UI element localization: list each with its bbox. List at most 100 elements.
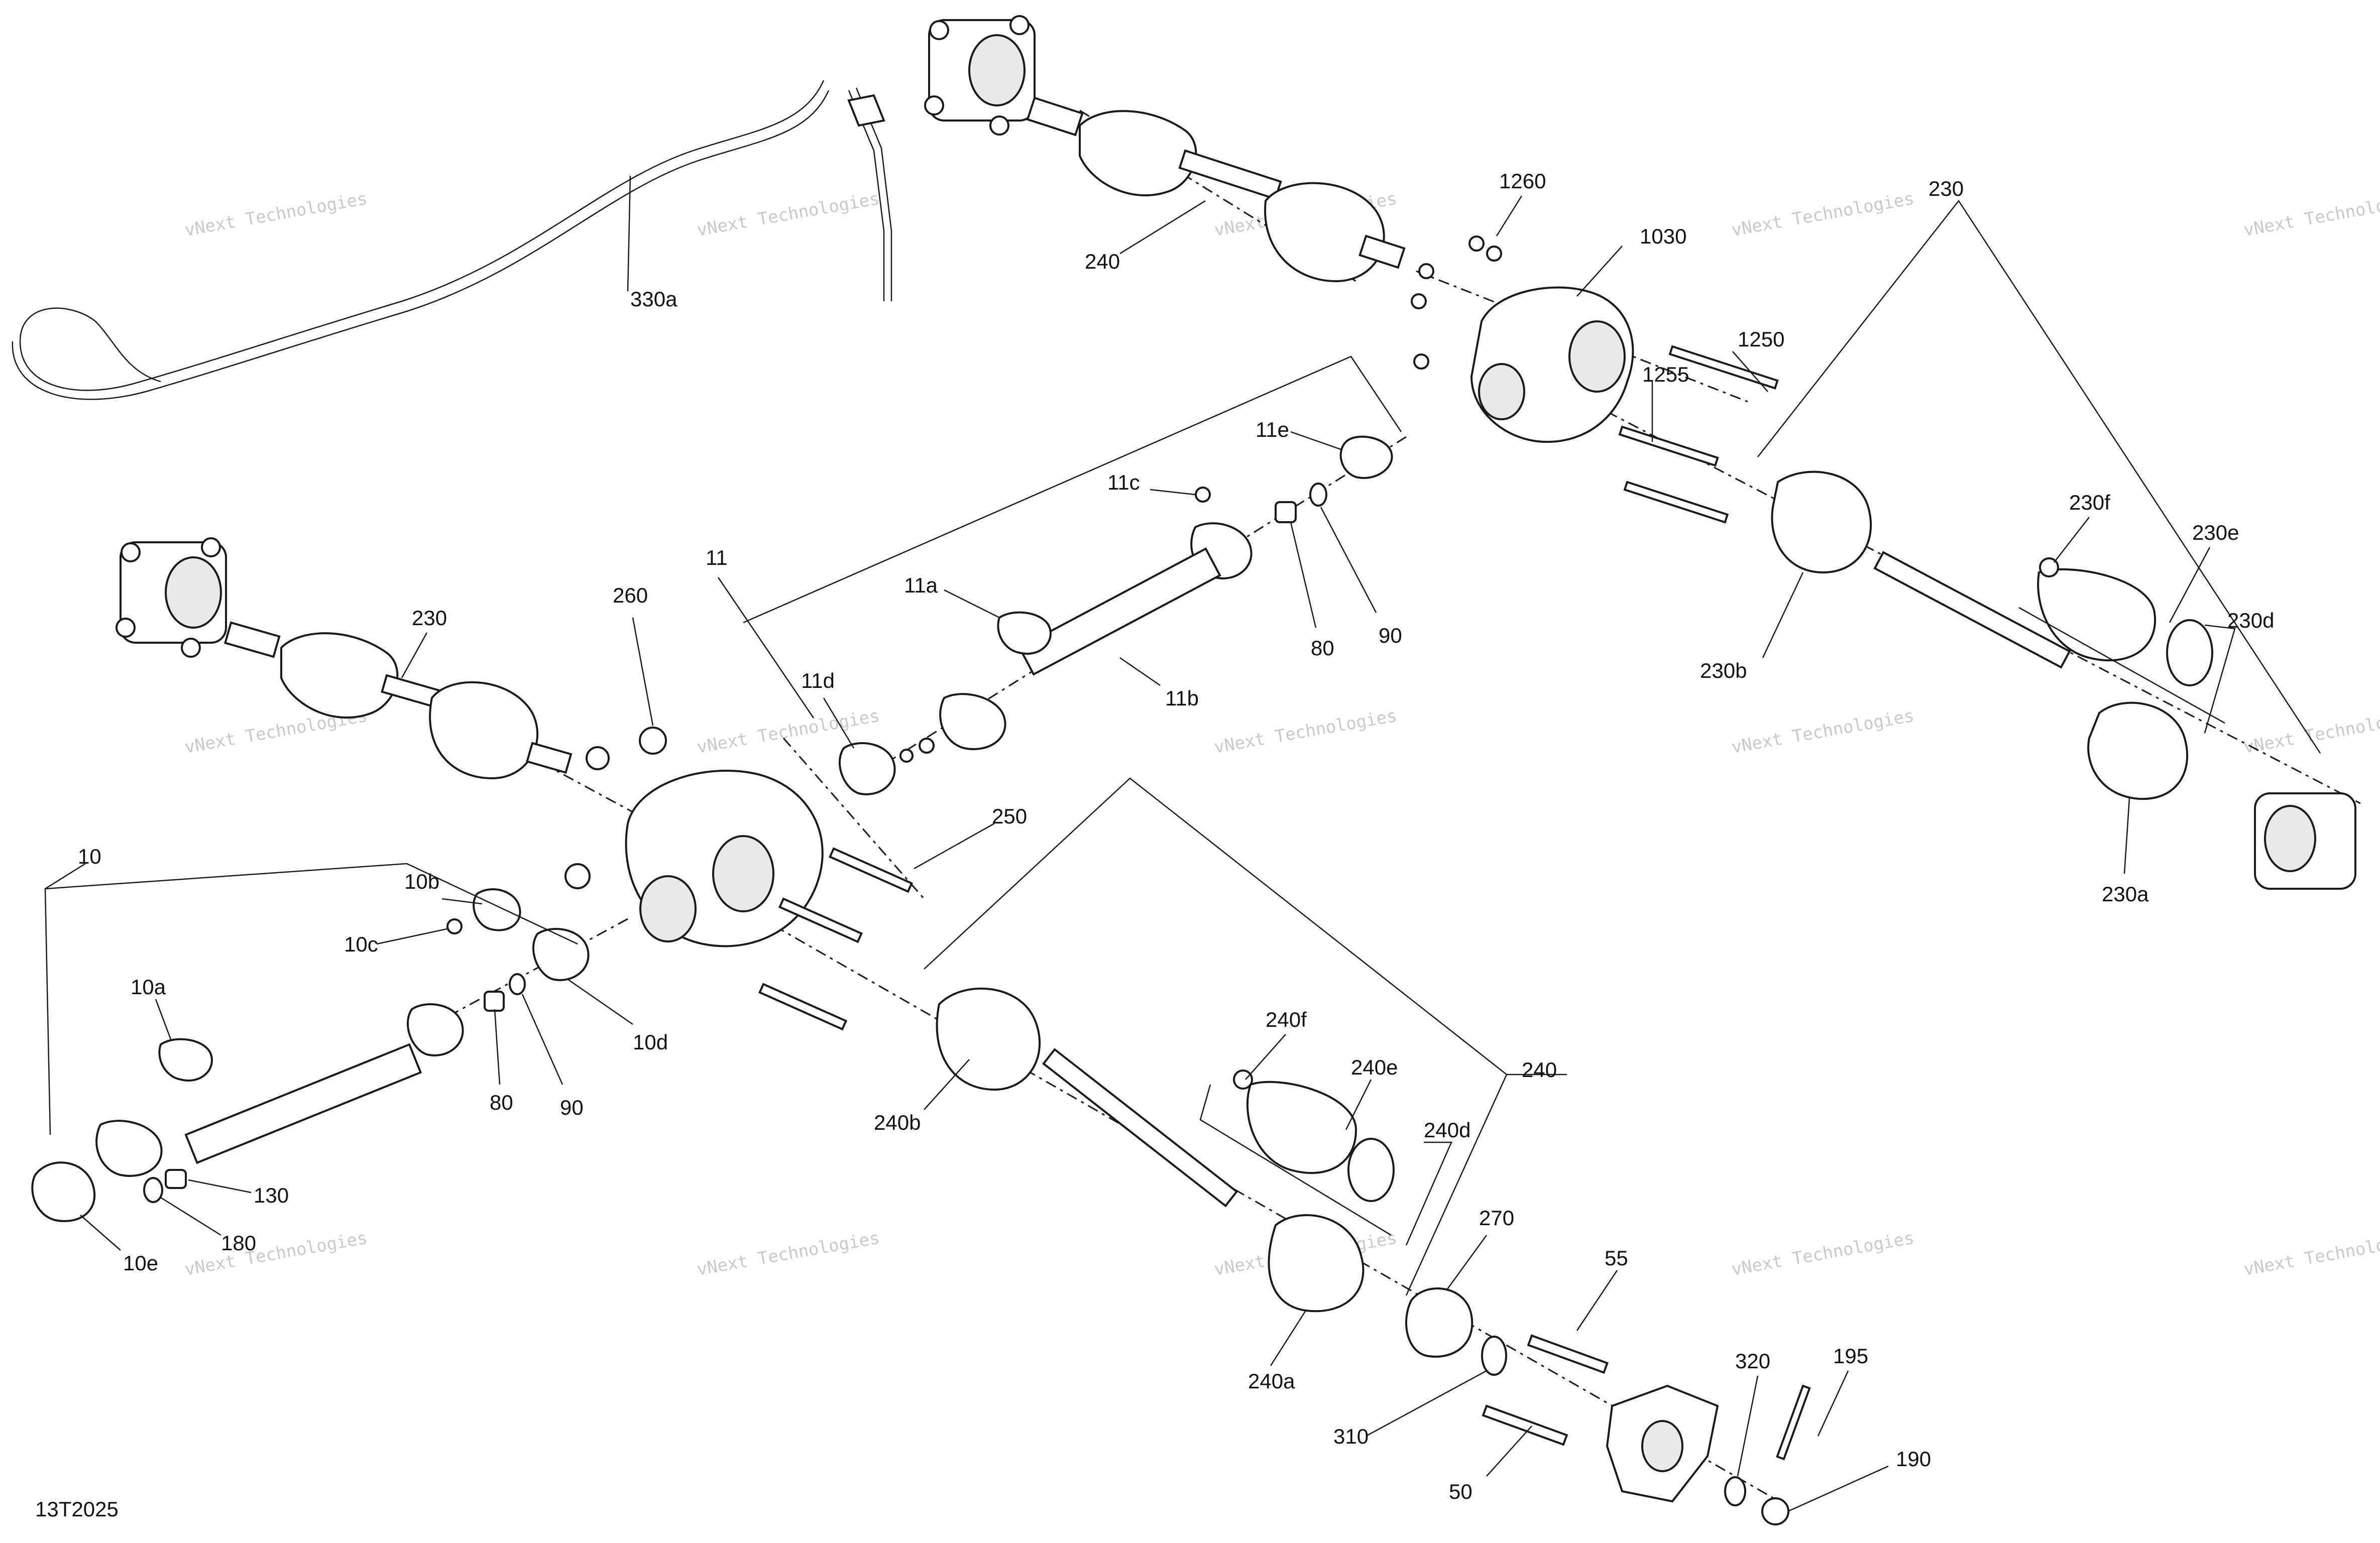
hose-line [19, 80, 825, 391]
grommet [564, 863, 591, 889]
watermark-text: vNext Technologies [1213, 705, 1399, 757]
hose-clip [847, 94, 885, 127]
rear-differential-1030 [1411, 235, 1779, 524]
inner-cv-cup-240b [936, 987, 1041, 1091]
fitting-small [919, 738, 935, 754]
leader-1250 [1732, 351, 1768, 392]
leader-50 [1486, 1426, 1532, 1477]
leader-180 [160, 1197, 221, 1236]
hub-stud [989, 115, 1009, 136]
hub-stud [181, 638, 201, 658]
leader-190 [1787, 1465, 1889, 1512]
circlip-310 [1481, 1336, 1507, 1376]
inner-cv-cup [429, 681, 538, 780]
washer-90-top [1309, 483, 1327, 507]
watermark-text: vNext Technologies [183, 188, 369, 240]
diff-output-bore [639, 875, 697, 942]
bracket-11 [743, 355, 1402, 624]
nut-190 [1761, 1497, 1789, 1525]
ujoint-lower-10 [95, 1120, 163, 1177]
watermark-text: vNext Technologies [1730, 1228, 1916, 1279]
callout-230d: 230d [2227, 609, 2274, 632]
nut-1260 [1413, 353, 1429, 370]
outer-cv-boot [280, 632, 399, 719]
bearing-270 [1405, 1287, 1474, 1358]
bolt-250 [829, 847, 913, 893]
leader-11a [944, 589, 1000, 619]
wheel-hub-top-left [924, 15, 1036, 136]
group-brackets [44, 199, 2321, 1296]
hub-stud [116, 618, 136, 638]
watermark-text: vNext Technologies [2242, 1228, 2380, 1279]
watermark-text: vNext Technologies [2242, 705, 2380, 757]
propshaft-11 [839, 435, 1393, 795]
bracket-10 [44, 863, 578, 1135]
stub-spline [1026, 96, 1084, 137]
boot-11a [997, 611, 1052, 655]
callout-240d: 240d [1424, 1118, 1470, 1142]
propshaft-10 [31, 888, 590, 1222]
callout-10b: 10b [404, 870, 439, 893]
yoke-upper-end [407, 1003, 464, 1056]
grease-fitting-10c [446, 918, 463, 934]
stub-spline [223, 621, 281, 658]
clamp-240d [1347, 1138, 1395, 1202]
hub-stud [201, 537, 221, 557]
hub-stud [929, 20, 949, 40]
front-driveshaft-240 [936, 987, 1811, 1525]
clamp-230f [2039, 557, 2059, 577]
leader-230a [2123, 798, 2130, 874]
watermark-r1c2: vNext Technologies [696, 188, 881, 240]
leader-310 [1366, 1370, 1487, 1437]
front-differential [564, 727, 913, 1031]
bolt-1250 [1668, 345, 1779, 390]
bolt-1255 [1623, 481, 1729, 524]
bolt-130 [165, 1169, 187, 1189]
callout-10a: 10a [131, 975, 166, 999]
leader-80-top [1290, 522, 1317, 628]
leader-10d [567, 978, 633, 1025]
bracket-240-sub-2 [1405, 1141, 1452, 1246]
nut-1260 [1486, 246, 1502, 262]
axle-bar-240 [1042, 1048, 1238, 1208]
callout-180: 180 [221, 1231, 256, 1255]
callout-labels: 330a 240 1260 1030 1250 1255 230 11e 11c… [35, 169, 2274, 1521]
bracket-240-sub [1199, 1084, 1392, 1236]
bracket-230-sub [2018, 607, 2225, 724]
boot-10a [158, 1038, 213, 1082]
callout-1030: 1030 [1640, 224, 1686, 248]
watermark-r2c4: vNext Technologies [1730, 705, 1916, 757]
callout-270: 270 [1479, 1206, 1514, 1230]
callout-195: 195 [1833, 1344, 1868, 1368]
outer-cv-boot [1079, 110, 1197, 196]
diff-output-flange [712, 835, 774, 912]
callout-1255: 1255 [1642, 363, 1689, 386]
watermark-r1c5: vNext Technologies [2242, 188, 2380, 240]
inner-spline [1358, 234, 1406, 269]
watermark-r1c1: vNext Technologies [183, 188, 369, 240]
leader-10e [80, 1215, 121, 1251]
watermark-r3c5: vNext Technologies [2242, 1228, 2380, 1279]
stud-55 [1527, 1334, 1609, 1374]
callout-11c: 11c [1107, 470, 1140, 494]
callout-190: 190 [1896, 1447, 1931, 1471]
shaft-tube-10 [184, 1043, 422, 1164]
callout-320: 320 [1735, 1349, 1770, 1373]
washer-320 [1724, 1476, 1746, 1506]
callout-90-bottom: 90 [560, 1096, 584, 1119]
callout-55: 55 [1605, 1246, 1628, 1270]
leader-260 [632, 617, 654, 726]
leader-1260 [1496, 195, 1523, 236]
nut-1260 [1411, 293, 1427, 309]
callout-330a: 330a [630, 287, 677, 311]
breather-hose-330a [12, 80, 892, 400]
axle-bar [1178, 149, 1282, 200]
leader-11 [717, 577, 815, 719]
bracket-240-main [1405, 1074, 1508, 1296]
leader-80-bottom [494, 1009, 501, 1085]
callout-11d: 11d [801, 669, 835, 692]
washer-small [899, 749, 914, 763]
callout-10d: 10d [633, 1030, 668, 1054]
cotter-pin-195 [1776, 1384, 1811, 1461]
watermark-text: vNext Technologies [183, 1228, 369, 1279]
